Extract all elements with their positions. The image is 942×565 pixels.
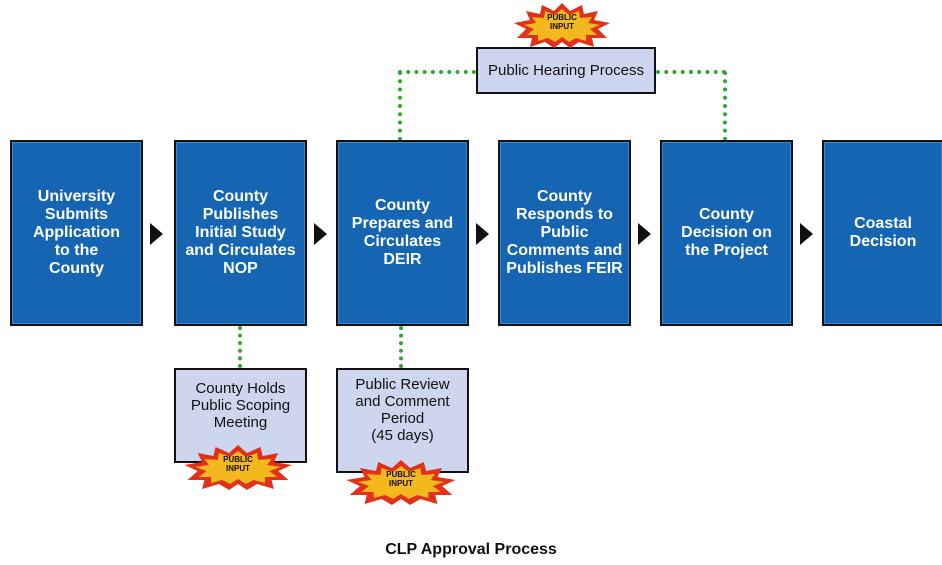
scoping-meeting-box: County Holds Public Scoping Meeting bbox=[174, 368, 307, 463]
arrow-icon bbox=[150, 223, 163, 245]
public-hearing-label: Public Hearing Process bbox=[488, 62, 644, 79]
connector-hearing-right-h bbox=[656, 70, 726, 74]
diagram-caption: CLP Approval Process bbox=[385, 541, 557, 558]
public-input-burst-icon: PUBLIC INPUT bbox=[182, 444, 294, 490]
step-university-submits: University Submits Application to the Co… bbox=[10, 140, 143, 326]
connector-review bbox=[399, 326, 403, 368]
public-hearing-box: Public Hearing Process bbox=[476, 47, 656, 94]
connector-hearing-left-h bbox=[398, 70, 476, 74]
burst-shape bbox=[514, 3, 610, 48]
step-county-responds-feir: County Responds to Public Comments and P… bbox=[498, 140, 631, 326]
burst-shape bbox=[184, 445, 292, 490]
connector-scoping bbox=[238, 326, 242, 368]
arrow-icon bbox=[800, 223, 813, 245]
step-coastal-decision: Coastal Decision bbox=[822, 140, 942, 326]
step-label: County Decision on the Project bbox=[681, 206, 772, 259]
public-input-burst-icon: PUBLIC INPUT bbox=[344, 459, 458, 505]
arrow-icon bbox=[638, 223, 651, 245]
step-label: University Submits Application to the Co… bbox=[32, 188, 121, 277]
public-input-text: PUBLIC INPUT bbox=[223, 455, 253, 473]
step-county-prepares-deir: County Prepares and Circulates DEIR bbox=[336, 140, 469, 326]
public-input-text: PUBLIC INPUT bbox=[386, 470, 416, 488]
step-label: County Prepares and Circulates DEIR bbox=[351, 197, 454, 268]
scoping-label: County Holds Public Scoping Meeting bbox=[190, 380, 291, 431]
public-review-box: Public Review and Comment Period (45 day… bbox=[336, 368, 469, 473]
step-label: County Publishes Initial Study and Circu… bbox=[185, 188, 296, 277]
connector-hearing-left bbox=[398, 71, 402, 141]
public-input-text: PUBLIC INPUT bbox=[547, 13, 577, 31]
public-input-burst-icon: PUBLIC INPUT bbox=[512, 2, 612, 48]
burst-shape bbox=[346, 460, 456, 505]
step-label: Coastal Decision bbox=[849, 215, 917, 250]
connector-hearing-right bbox=[723, 71, 727, 141]
step-county-publishes-study: County Publishes Initial Study and Circu… bbox=[174, 140, 307, 326]
step-county-decision: County Decision on the Project bbox=[660, 140, 793, 326]
step-label: County Responds to Public Comments and P… bbox=[506, 188, 623, 277]
arrow-icon bbox=[314, 223, 327, 245]
review-label: Public Review and Comment Period (45 day… bbox=[355, 376, 450, 444]
arrow-icon bbox=[476, 223, 489, 245]
